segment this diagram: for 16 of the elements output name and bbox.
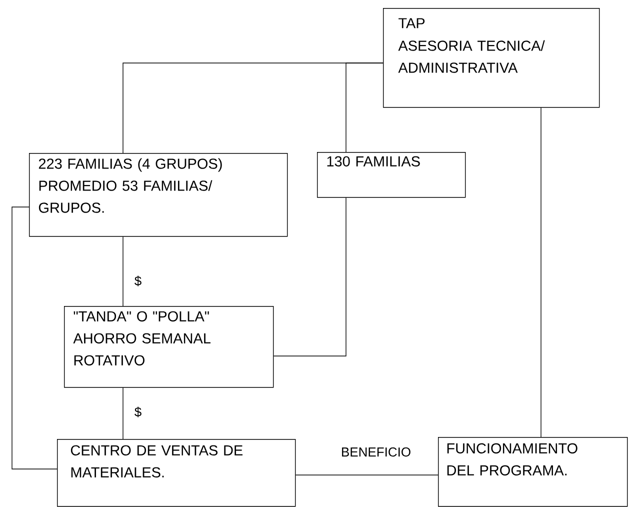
connector-line	[122, 387, 124, 440]
process-box: 130 FAMILIAS	[317, 152, 466, 198]
connector-line	[295, 474, 438, 476]
edge-label: BENEFICIO	[340, 446, 412, 458]
process-box: 223 FAMILIAS (4 GRUPOS) PROMEDIO 53 FAMILIAS/ GRUPOS.	[29, 153, 288, 237]
process-box: FUNCIONAMIENTO DEL PROGRAMA.	[438, 437, 628, 507]
edge-label: $	[133, 274, 143, 288]
edge-label: $	[133, 406, 143, 418]
process-box: "TANDA" O "POLLA" AHORRO SEMANAL ROTATIVO	[64, 306, 274, 388]
process-box: TAP ASESORIA TECNICA/ ADMINISTRATIVA	[383, 8, 600, 108]
process-box: CENTRO DE VENTAS DE MATERIALES.	[57, 439, 296, 507]
connector-line	[540, 107, 542, 438]
connector-line	[12, 206, 58, 470]
connector-line	[273, 197, 346, 356]
connector-line	[346, 62, 384, 152]
connector-line	[122, 236, 124, 306]
